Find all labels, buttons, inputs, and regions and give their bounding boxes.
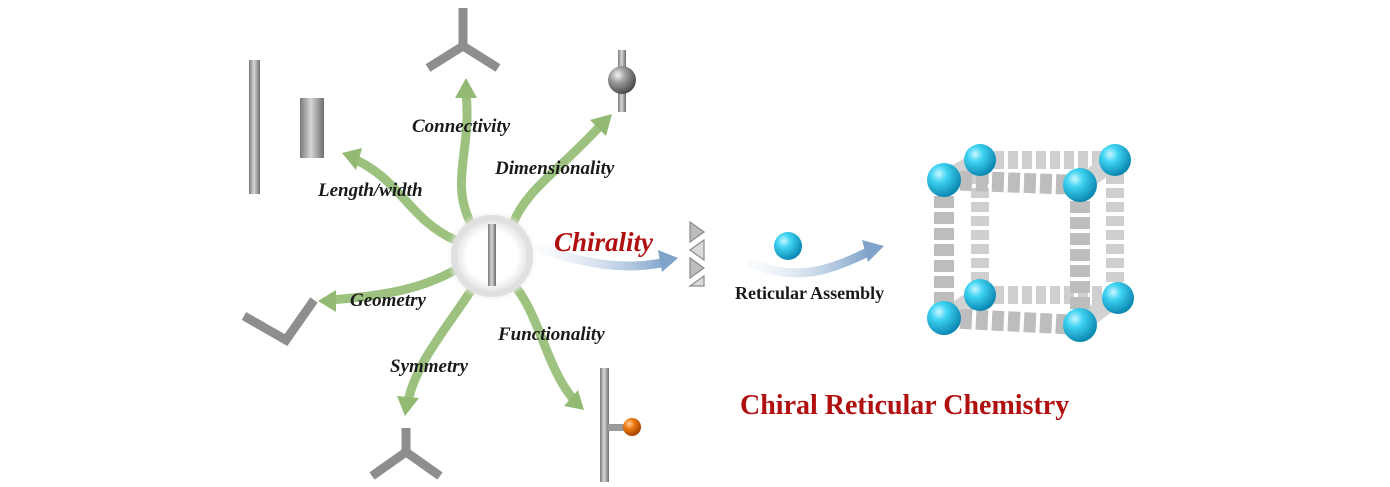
metal-node-icon [774,232,802,260]
arrow-functionality-head [564,390,584,410]
chiral-cube-framework [927,144,1134,342]
label-connectivity: Connectivity [412,116,511,137]
tripod-top-icon [425,8,501,72]
functional-rod-icon [600,368,641,482]
arrow-dimensionality-head [590,114,612,136]
arrow-connectivity [456,87,475,227]
helical-rod-icon [688,220,706,287]
arrow-geometry [325,265,460,305]
label-dimensionality: Dimensionality [494,158,615,179]
assembly-arrow [747,240,884,278]
arrow-connectivity-head [455,78,477,98]
label-length-width: Length/width [317,180,423,201]
arrow-functionality [513,285,579,405]
node-back-br [1102,282,1134,314]
node-back-tr [1099,144,1131,176]
label-reticular-assembly: Reticular Assembly [735,283,884,303]
label-chirality: Chirality [554,227,654,257]
arrow-symmetry [403,287,475,407]
bent-linker-icon [241,297,318,346]
label-geometry: Geometry [350,290,427,311]
edge-front-bottom [943,308,1081,335]
arrow-symmetry-head [397,396,419,416]
arrow-geometry-head [318,290,336,312]
label-functionality: Functionality [497,324,605,345]
rod-with-ball-icon [608,50,636,112]
arrow-dimensionality [507,121,605,231]
wide-rod-icon [300,98,324,158]
node-front-tr [1063,168,1097,202]
node-front-br [1063,308,1097,342]
tripod-bottom-icon [369,428,443,480]
node-back-tl [964,144,996,176]
node-back-bl [964,279,996,311]
node-front-tl [927,163,961,197]
node-front-bl [927,301,961,335]
diagram-title: Chiral Reticular Chemistry [740,390,1069,421]
arrow-length-head [342,148,362,170]
green-arrows [318,78,612,416]
central-linker [446,210,538,302]
chirality-arrow [537,245,678,272]
label-symmetry: Symmetry [390,356,469,377]
arrow-length [351,155,460,245]
edge-front-top [943,170,1081,195]
thin-rod-icon [249,60,260,194]
